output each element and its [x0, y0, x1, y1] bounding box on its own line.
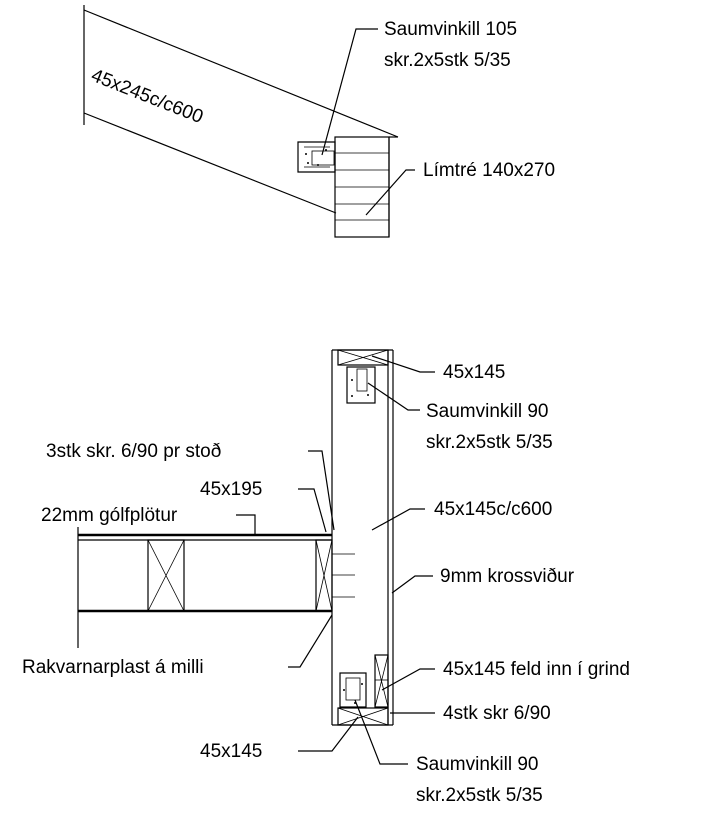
wall-frame: [331, 349, 394, 726]
connector-105-label-line2: skr.2x5stk 5/35: [384, 50, 511, 71]
bottom-plate-label: 45x145: [200, 741, 262, 762]
bottom-connector-leader: [354, 699, 408, 765]
rim-joist-leader: [298, 488, 327, 533]
rim-joist-label: 45x195: [200, 479, 262, 500]
blocking-screws-label: 4stk skr 6/90: [443, 703, 551, 724]
top-plate-leader: [371, 355, 435, 373]
plywood-leader: [391, 575, 433, 594]
bottom-plate: [337, 707, 389, 726]
top-connector-label-line1: Saumvinkill 90: [426, 401, 549, 422]
glulam-leader: [365, 169, 415, 216]
screws-label: 3stk skr. 6/90 pr stoð: [46, 441, 221, 462]
vapor-barrier-label: Rakvarnarplast á milli: [22, 657, 204, 678]
vapor-barrier-leader: [288, 614, 333, 668]
bottom-connector-label-line2: skr.2x5stk 5/35: [416, 785, 543, 806]
top-plate: [337, 349, 389, 366]
glulam-beam: [334, 136, 398, 238]
screws-leader: [308, 450, 335, 531]
rafter: [83, 5, 399, 214]
floor-board-label: 22mm gólfplötur: [41, 505, 178, 526]
connector-105-label-line1: Saumvinkill 105: [384, 19, 517, 40]
stud-label: 45x145c/c600: [434, 499, 552, 520]
glulam-label: Límtré 140x270: [423, 160, 555, 181]
floor-board-leader: [236, 514, 256, 535]
plywood-label: 9mm krossviður: [440, 566, 575, 587]
blocking-label: 45x145 feld inn í grind: [443, 659, 630, 680]
stud-leader: [371, 508, 425, 531]
bottom-angle-bracket: [339, 672, 367, 708]
floor-structure: [77, 527, 355, 648]
top-angle-bracket: [346, 366, 376, 404]
top-connector-label-line2: skr.2x5stk 5/35: [426, 432, 553, 453]
angle-bracket-105: [297, 141, 336, 173]
connector-105-leader: [321, 28, 378, 156]
bottom-plate-leader: [298, 716, 359, 752]
rafter-label: 45x245c/c600: [88, 65, 206, 128]
top-connector-leader: [367, 382, 420, 411]
top-plate-label: 45x145: [443, 362, 505, 383]
bottom-blocking: [374, 654, 389, 708]
blocking-leader: [381, 668, 435, 691]
bottom-connector-label-line1: Saumvinkill 90: [416, 754, 539, 775]
